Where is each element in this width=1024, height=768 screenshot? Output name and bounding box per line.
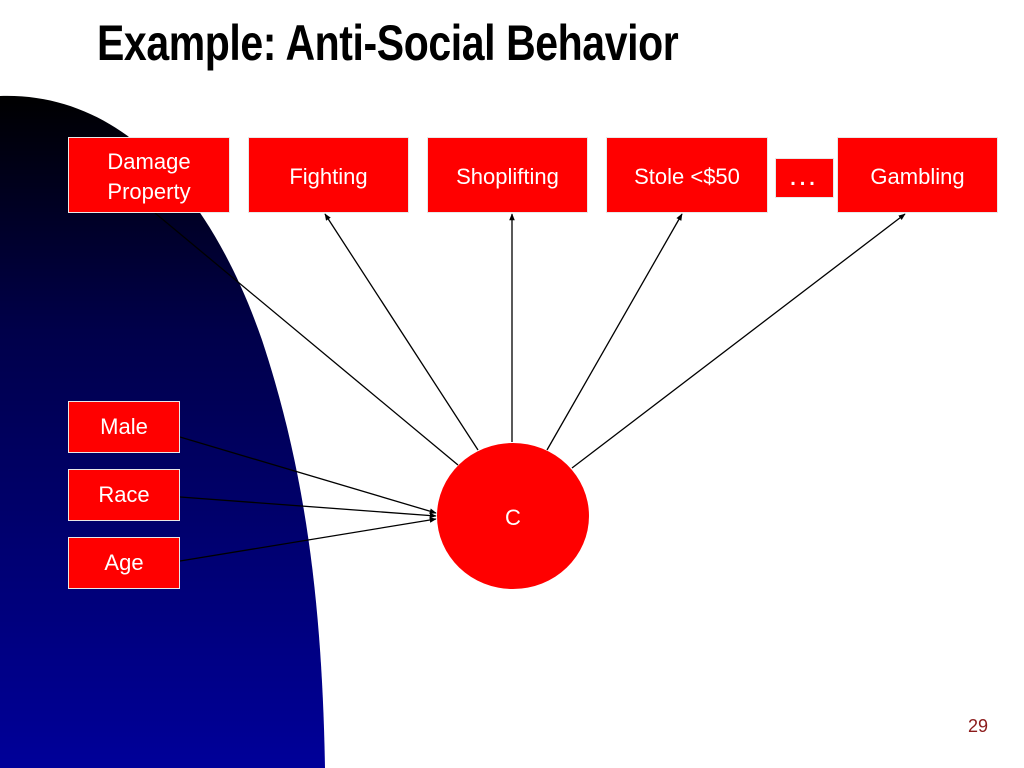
- node-ellipsis: …: [775, 158, 834, 198]
- node-male: Male: [68, 401, 180, 453]
- page-number: 29: [967, 716, 988, 736]
- node-latent-c: C: [437, 443, 589, 589]
- node-race: Race: [68, 469, 180, 521]
- node-shoplifting: Shoplifting: [427, 137, 588, 213]
- node-age: Age: [68, 537, 180, 589]
- node-gambling: Gambling: [837, 137, 998, 213]
- node-damage-property: Damage Property: [68, 137, 230, 213]
- node-fighting: Fighting: [248, 137, 409, 213]
- slide-title: Example: Anti-Social Behavior: [97, 15, 679, 71]
- node-stole-under-50: Stole <$50: [606, 137, 768, 213]
